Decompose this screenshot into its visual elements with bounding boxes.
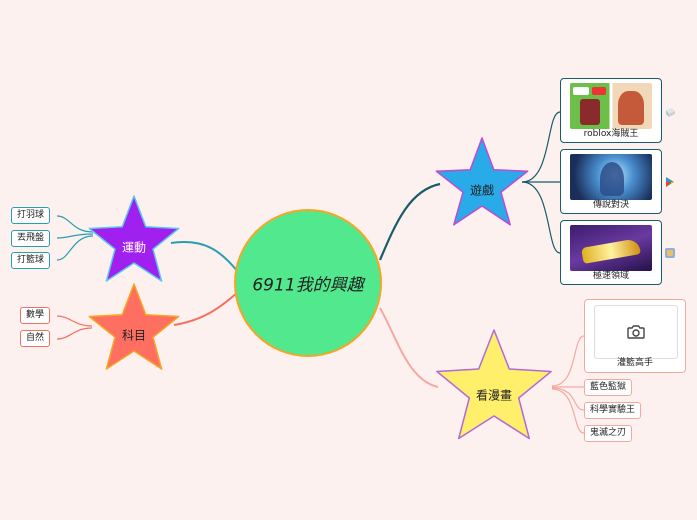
- game-label-roblox: roblox海賊王: [583, 129, 639, 139]
- central-topic-label: 6911我的興趣: [252, 275, 364, 296]
- connector-games: [378, 182, 441, 261]
- connector-sports: [170, 241, 239, 273]
- subjects-item-math[interactable]: 數學: [20, 307, 51, 324]
- play-store-icon: [666, 177, 674, 187]
- comics-item-blue-lock[interactable]: 藍色監獄: [584, 379, 633, 396]
- connector-comics-item-2: [551, 387, 585, 411]
- star-node-subjects[interactable]: [88, 283, 180, 370]
- star-node-comics[interactable]: [436, 329, 552, 440]
- games-topic-label: 遊戲: [469, 183, 495, 198]
- camera-icon: [627, 325, 645, 339]
- connector-sports-item-1: [56, 215, 94, 233]
- connector-sports-item-2: [56, 233, 94, 239]
- star-node-sports[interactable]: [88, 195, 180, 282]
- game-thumbnail-racing: [570, 225, 652, 271]
- connector-comics-card: [551, 335, 585, 387]
- game-label-racing: 極速領域: [592, 271, 629, 281]
- connector-sports-item-3: [56, 235, 94, 261]
- image-placeholder: [594, 305, 678, 359]
- sports-item-basketball[interactable]: 打籃球: [11, 252, 51, 269]
- connector-subjects-item-1: [56, 315, 93, 327]
- comics-card-label: 灌籃高手: [616, 358, 653, 368]
- connector-comics-item-3: [551, 388, 585, 434]
- game-label-arena: 傳說對決: [592, 200, 629, 210]
- sports-item-badminton[interactable]: 打羽球: [11, 207, 51, 224]
- game-card-racing[interactable]: 極速領域: [560, 220, 662, 285]
- connector-subjects-item-2: [56, 327, 93, 340]
- star-node-games[interactable]: [435, 137, 529, 226]
- game-card-roblox[interactable]: roblox海賊王: [560, 78, 662, 143]
- game-thumbnail-arena: [570, 154, 652, 200]
- connector-games-item-1: [521, 111, 561, 183]
- sports-item-frisbee[interactable]: 丟飛盤: [11, 230, 51, 247]
- central-node[interactable]: [234, 209, 382, 357]
- connector-comics: [379, 307, 439, 388]
- comics-item-demon-slayer[interactable]: 鬼滅之刃: [584, 425, 633, 442]
- connector-games-item-3: [521, 181, 561, 254]
- comics-topic-label: 看漫畫: [475, 388, 513, 403]
- game-card-arena[interactable]: 傳說對決: [560, 149, 662, 214]
- game-thumbnail-roblox: [570, 83, 652, 129]
- sports-topic-label: 運動: [121, 240, 147, 255]
- comics-item-science-king[interactable]: 科學實驗王: [584, 402, 642, 419]
- comics-card-slam-dunk[interactable]: 灌籃高手: [584, 299, 686, 373]
- subjects-item-science[interactable]: 自然: [20, 330, 51, 347]
- app-icon: [665, 248, 675, 258]
- cube-icon: [666, 108, 675, 117]
- connector-subjects: [173, 291, 239, 326]
- subjects-topic-label: 科目: [121, 328, 147, 343]
